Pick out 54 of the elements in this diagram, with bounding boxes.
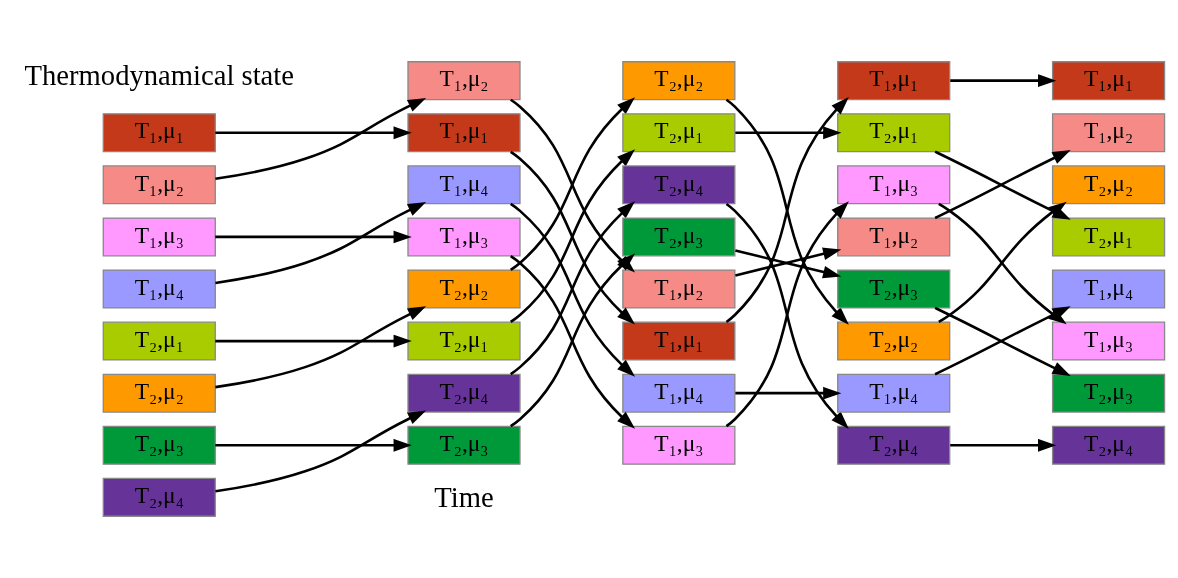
arrow: [215, 306, 427, 389]
node-box: T₂,μ₄: [102, 477, 216, 517]
node-box: T₁,μ₃: [407, 217, 521, 257]
node-box: T₁,μ₁: [1051, 61, 1166, 101]
arrow: [735, 386, 842, 400]
arrow: [950, 74, 1057, 88]
node-box: T₁,μ₁: [837, 61, 951, 101]
arrow: [215, 97, 427, 181]
node-box: T₂,μ₂: [837, 321, 951, 361]
arrow: [215, 126, 412, 140]
node-box: T₂,μ₃: [622, 217, 736, 257]
node-box: T₂,μ₃: [102, 425, 216, 465]
label: Time: [434, 481, 494, 514]
node-box: T₁,μ₂: [622, 269, 736, 309]
node-box: T₂,μ₁: [1051, 217, 1166, 257]
arrow: [735, 126, 842, 140]
node-box: T₂,μ₂: [407, 269, 521, 309]
arrow: [215, 438, 412, 452]
node-box: T₁,μ₂: [407, 61, 521, 101]
node-box: T₁,μ₁: [102, 113, 216, 153]
node-box: T₂,μ₂: [1051, 165, 1166, 205]
node-box: T₂,μ₁: [102, 321, 216, 361]
node-box: T₂,μ₄: [622, 165, 736, 205]
node-box: T₂,μ₄: [837, 425, 951, 465]
node-box: T₂,μ₁: [837, 113, 951, 153]
node-box: T₂,μ₃: [837, 269, 951, 309]
arrow: [215, 410, 427, 493]
node-box: T₂,μ₂: [622, 61, 736, 101]
arrow: [215, 202, 427, 285]
node-box: T₂,μ₁: [622, 113, 736, 153]
node-box: T₁,μ₄: [1051, 269, 1166, 309]
node-box: T₁,μ₂: [837, 217, 951, 257]
node-box: T₁,μ₄: [407, 165, 521, 205]
arrow: [950, 438, 1057, 452]
node-box: T₂,μ₁: [407, 321, 521, 361]
node-box: T₁,μ₃: [1051, 321, 1166, 361]
node-box: T₂,μ₂: [102, 373, 216, 413]
arrow: [215, 334, 412, 348]
node-box: T₂,μ₃: [1051, 373, 1166, 413]
node-box: T₂,μ₃: [407, 425, 521, 465]
arrow: [215, 230, 412, 244]
node-box: T₁,μ₃: [102, 217, 216, 257]
node-box: T₁,μ₁: [622, 321, 736, 361]
node-box: T₁,μ₃: [622, 425, 736, 465]
node-box: T₁,μ₂: [102, 165, 216, 205]
node-box: T₁,μ₄: [837, 373, 951, 413]
node-box: T₁,μ₄: [622, 373, 736, 413]
node-box: T₁,μ₄: [102, 269, 216, 309]
node-box: T₂,μ₄: [407, 373, 521, 413]
node-box: T₁,μ₂: [1051, 113, 1166, 153]
label: Thermodynamical state: [24, 59, 294, 92]
node-box: T₁,μ₁: [407, 113, 521, 153]
node-box: T₁,μ₃: [837, 165, 951, 205]
node-box: T₂,μ₄: [1051, 425, 1166, 465]
